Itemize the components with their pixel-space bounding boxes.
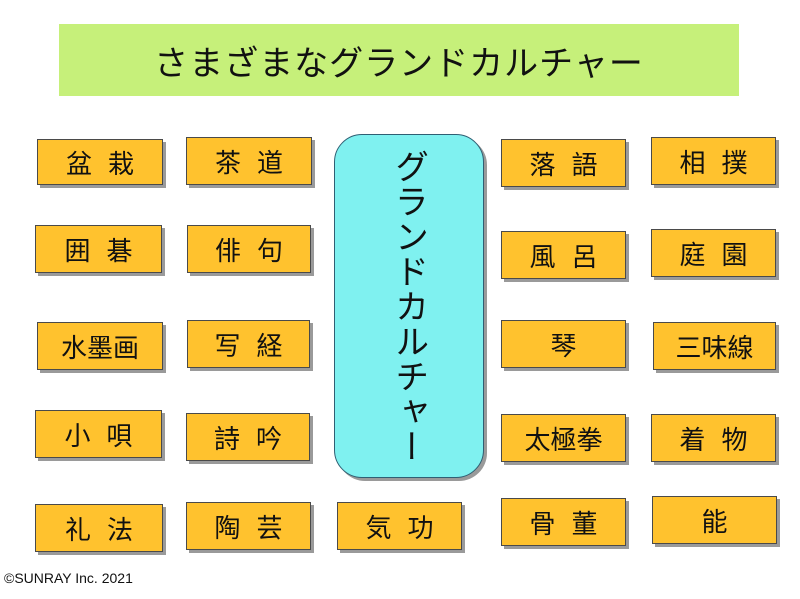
culture-box-teien: 庭園 — [651, 229, 776, 277]
center-label: グランドカルチャー — [388, 148, 429, 464]
culture-box-furo: 風呂 — [501, 231, 626, 279]
grand-culture-center: グランドカルチャー — [334, 134, 484, 478]
culture-box-shigin: 詩吟 — [186, 413, 310, 461]
culture-box-go: 囲碁 — [35, 225, 162, 273]
culture-box-rakugo: 落語 — [501, 139, 626, 187]
culture-box-kottou: 骨董 — [501, 498, 626, 546]
culture-box-kikou: 気功 — [337, 502, 462, 550]
culture-box-kimono: 着物 — [651, 414, 776, 462]
culture-box-shakyo: 写経 — [187, 320, 310, 368]
culture-box-taikyokuken: 太極拳 — [501, 414, 626, 462]
culture-box-suibokuga: 水墨画 — [37, 322, 163, 370]
culture-box-bonsai: 盆栽 — [37, 139, 163, 185]
culture-box-sado: 茶道 — [186, 137, 312, 185]
diagram-title: さまざまなグランドカルチャー — [154, 43, 644, 84]
title-banner: さまざまなグランドカルチャー — [59, 24, 739, 96]
culture-box-sumo: 相撲 — [651, 137, 776, 185]
culture-box-reiho: 礼法 — [35, 504, 163, 552]
culture-box-noh: 能 — [652, 496, 777, 544]
culture-box-shamisen: 三味線 — [653, 322, 776, 370]
culture-box-kouta: 小唄 — [35, 410, 162, 458]
culture-box-haiku: 俳句 — [187, 225, 311, 273]
culture-box-tougei: 陶芸 — [186, 502, 311, 550]
culture-box-koto: 琴 — [501, 320, 626, 368]
copyright-text: ©SUNRAY Inc. 2021 — [4, 570, 133, 586]
